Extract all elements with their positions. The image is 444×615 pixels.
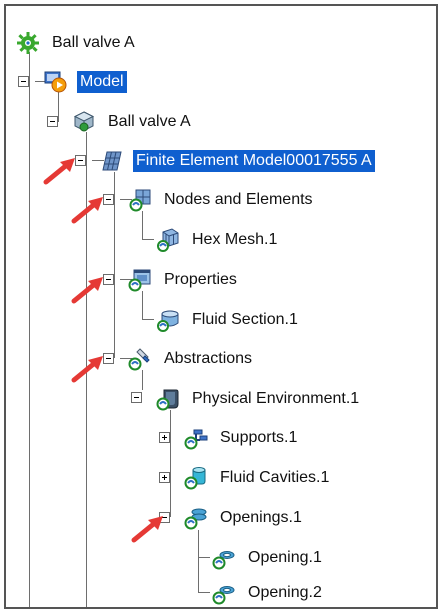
fluid-cavities-icon bbox=[184, 466, 208, 490]
tree-node-label: Opening.1 bbox=[248, 549, 322, 566]
collapse-toggle-nodes-elements[interactable] bbox=[103, 194, 114, 205]
openings-icon bbox=[184, 506, 208, 530]
collapse-toggle-physical-environment[interactable] bbox=[131, 392, 142, 403]
tree-node-label: Model bbox=[77, 71, 127, 93]
expand-toggle-fluid-cavities[interactable] bbox=[159, 472, 170, 483]
annotation-arrow-icon bbox=[131, 516, 163, 543]
tree-node-model[interactable]: Model bbox=[44, 69, 127, 95]
tree-node-abstractions[interactable]: Abstractions bbox=[128, 346, 255, 372]
finite-element-model-icon bbox=[100, 149, 124, 173]
tree-line bbox=[114, 172, 115, 358]
collapse-toggle-model[interactable] bbox=[18, 76, 29, 87]
specification-tree-panel: Ball valve A Model Ball valve A Finite E… bbox=[4, 4, 438, 609]
tree-node-part[interactable]: Ball valve A bbox=[72, 109, 194, 135]
tree-line bbox=[120, 358, 132, 359]
tree-line bbox=[92, 160, 104, 161]
expand-toggle-supports[interactable] bbox=[159, 432, 170, 443]
abstractions-icon bbox=[128, 347, 152, 371]
collapse-toggle-part[interactable] bbox=[47, 116, 58, 127]
tree-node-openings[interactable]: Openings.1 bbox=[184, 505, 305, 531]
tree-line bbox=[142, 370, 143, 390]
tree-node-label: Abstractions bbox=[164, 350, 253, 367]
tree-line bbox=[120, 279, 132, 280]
tree-node-nodes-and-elements[interactable]: Nodes and Elements bbox=[128, 187, 316, 213]
tree-line bbox=[198, 530, 199, 592]
tree-node-supports[interactable]: Supports.1 bbox=[184, 425, 300, 451]
tree-line bbox=[120, 199, 132, 200]
tree-node-fluid-cavities[interactable]: Fluid Cavities.1 bbox=[184, 465, 332, 491]
tree-line bbox=[58, 92, 59, 122]
nodes-elements-icon bbox=[128, 188, 152, 212]
tree-node-label: Properties bbox=[164, 271, 237, 288]
tree-node-label: Openings.1 bbox=[220, 509, 302, 526]
tree-line bbox=[198, 557, 210, 558]
opening-icon bbox=[212, 546, 236, 570]
tree-node-label: Ball valve A bbox=[108, 113, 191, 130]
tree-node-hex-mesh[interactable]: Hex Mesh.1 bbox=[156, 227, 280, 253]
collapse-toggle-fem[interactable] bbox=[75, 155, 86, 166]
tree-node-label: Finite Element Model00017555 A bbox=[133, 150, 375, 172]
tree-node-fluid-section[interactable]: Fluid Section.1 bbox=[156, 307, 301, 333]
collapse-toggle-abstractions[interactable] bbox=[103, 353, 114, 364]
tree-node-label: Hex Mesh.1 bbox=[192, 231, 278, 248]
tree-node-finite-element-model[interactable]: Finite Element Model00017555 A bbox=[100, 148, 375, 174]
tree-line bbox=[142, 211, 143, 239]
tree-node-label: Opening.2 bbox=[248, 584, 322, 601]
fluid-section-icon bbox=[156, 308, 180, 332]
tree-node-label: Nodes and Elements bbox=[164, 191, 313, 208]
model-icon bbox=[44, 70, 68, 94]
annotation-arrow-icon bbox=[43, 158, 75, 185]
tree-node-root[interactable]: Ball valve A bbox=[16, 30, 138, 56]
hex-mesh-icon bbox=[156, 228, 180, 252]
gear-product-icon bbox=[16, 31, 40, 55]
annotation-arrow-icon bbox=[71, 356, 103, 383]
tree-node-label: Fluid Section.1 bbox=[192, 311, 298, 328]
tree-node-physical-environment[interactable]: Physical Environment.1 bbox=[156, 386, 362, 412]
tree-node-label: Ball valve A bbox=[52, 34, 135, 51]
supports-icon bbox=[184, 426, 208, 450]
tree-node-label: Fluid Cavities.1 bbox=[220, 469, 330, 486]
tree-line bbox=[29, 52, 30, 607]
properties-icon bbox=[128, 268, 152, 292]
annotation-arrow-icon bbox=[71, 277, 103, 304]
tree-node-opening-1[interactable]: Opening.1 bbox=[212, 545, 325, 571]
tree-node-label: Supports.1 bbox=[220, 429, 298, 446]
physical-environment-icon bbox=[156, 387, 180, 411]
tree-node-properties[interactable]: Properties bbox=[128, 267, 240, 293]
annotation-arrow-icon bbox=[71, 197, 103, 224]
tree-line bbox=[198, 592, 210, 593]
tree-node-label: Physical Environment.1 bbox=[192, 390, 360, 407]
tree-line bbox=[142, 291, 143, 319]
tree-line bbox=[170, 410, 171, 517]
tree-line bbox=[142, 319, 154, 320]
opening-icon bbox=[212, 581, 236, 605]
tree-node-opening-2[interactable]: Opening.2 bbox=[212, 580, 325, 606]
tree-line bbox=[35, 81, 49, 82]
tree-line bbox=[142, 239, 154, 240]
part-icon bbox=[72, 110, 96, 134]
collapse-toggle-properties[interactable] bbox=[103, 274, 114, 285]
